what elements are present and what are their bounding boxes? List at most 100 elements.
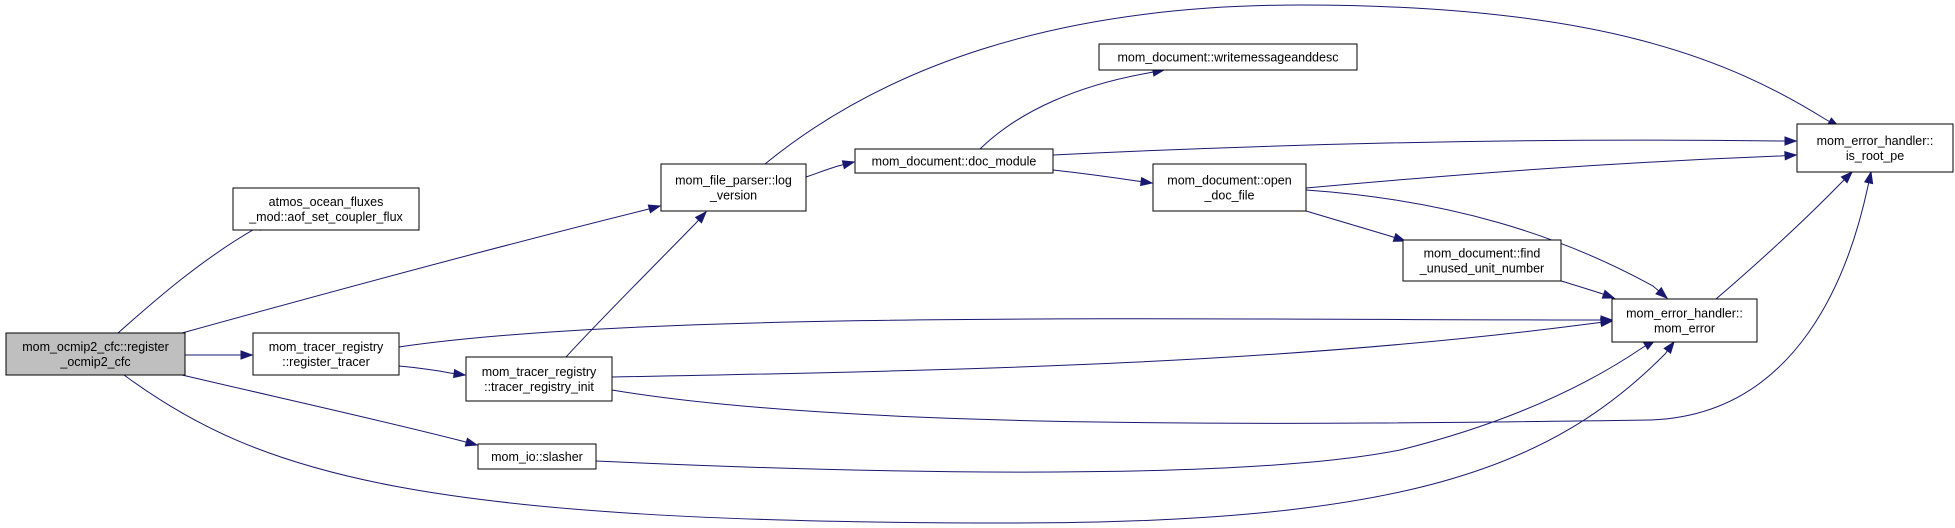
edge-line (764, 4, 1840, 165)
edge-tracer_init-to-log_version (565, 210, 707, 358)
edge-line (979, 69, 1165, 150)
node-label: mom_document::find (1424, 247, 1541, 261)
arrowhead (1600, 317, 1614, 328)
node-find_unused[interactable]: mom_document::find_unused_unit_number (1402, 239, 1562, 282)
arrowhead (240, 350, 254, 360)
edge-open_doc-to-mom_error (1305, 189, 1669, 299)
edge-register_tracer-to-tracer_init (398, 365, 467, 379)
node-doc_module[interactable]: mom_document::doc_module (854, 148, 1054, 174)
edge-line (398, 318, 1612, 348)
edge-root-to-register_tracer (185, 350, 254, 360)
arrowhead (1840, 170, 1854, 184)
edge-register_tracer-to-mom_error (398, 315, 1614, 348)
node-label: mom_io::slasher (491, 450, 583, 464)
edge-line (565, 211, 707, 358)
edge-slasher-to-mom_error (595, 339, 1657, 473)
edge-line (805, 161, 855, 178)
edge-find_unused-to-mom_error (1560, 280, 1616, 299)
node-box (5, 332, 186, 376)
node-label: mom_ocmip2_cfc::register (22, 340, 169, 354)
node-box (1402, 239, 1562, 282)
edge-line (611, 171, 1872, 424)
node-label: mom_error_handler:: (1626, 307, 1743, 321)
node-label: ::tracer_registry_init (484, 380, 594, 394)
edge-root-to-log_version (181, 204, 662, 334)
node-aof[interactable]: atmos_ocean_fluxes_mod::aof_set_coupler_… (232, 187, 420, 231)
edge-root-to-aof (117, 220, 270, 334)
node-label: is_root_pe (1846, 149, 1904, 163)
edge-open_doc-to-is_root_pe (1305, 151, 1798, 189)
node-slasher[interactable]: mom_io::slasher (477, 443, 597, 470)
node-register_tracer[interactable]: mom_tracer_registry::register_tracer (252, 332, 400, 376)
arrowhead (1392, 232, 1407, 242)
arrowhead (453, 368, 467, 379)
arrowhead (1601, 289, 1616, 299)
node-label: mom_tracer_registry (269, 340, 384, 354)
arrowhead (841, 160, 856, 170)
edge-doc_module-to-open_doc (1052, 169, 1154, 187)
node-label: mom_file_parser::log (675, 174, 792, 188)
nodes-layer: mom_ocmip2_cfc::register_ocmip2_cfc atmos… (5, 43, 1954, 470)
node-label: ::register_tracer (282, 355, 370, 369)
arrowhead (647, 204, 662, 214)
edge-line (1560, 280, 1615, 299)
node-writemsg[interactable]: mom_document::writemessageanddesc (1098, 43, 1358, 71)
node-label: _doc_file (1203, 189, 1254, 203)
edge-line (181, 205, 661, 334)
node-mom_error[interactable]: mom_error_handler::mom_error (1611, 298, 1758, 343)
edge-log_version-to-doc_module (805, 160, 856, 178)
arrowhead (1784, 136, 1798, 146)
edge-line (117, 220, 269, 334)
node-tracer_init[interactable]: mom_tracer_registry::tracer_registry_ini… (465, 356, 613, 402)
node-box (477, 443, 597, 470)
node-label: _unused_unit_number (1419, 262, 1544, 276)
edge-root-to-mom_error (123, 340, 1675, 524)
node-root[interactable]: mom_ocmip2_cfc::register_ocmip2_cfc (5, 332, 186, 376)
edge-line (1305, 210, 1406, 242)
node-box (1611, 298, 1758, 343)
node-label: mom_tracer_registry (482, 365, 597, 379)
node-is_root_pe[interactable]: mom_error_handler::is_root_pe (1796, 123, 1954, 173)
node-open_doc[interactable]: mom_document::open_doc_file (1152, 163, 1307, 212)
edge-tracer_init-to-mom_error (611, 317, 1614, 378)
node-box (1152, 163, 1307, 212)
node-box (252, 332, 400, 376)
edge-line (398, 365, 466, 376)
arrowhead (464, 437, 479, 447)
edge-line (1052, 139, 1796, 156)
edge-root-to-slasher (181, 374, 479, 447)
edge-line (1305, 154, 1797, 189)
arrowhead (1784, 151, 1798, 161)
arrowhead (1663, 340, 1675, 355)
edge-doc_module-to-is_root_pe (1052, 136, 1798, 156)
node-box (854, 148, 1054, 174)
node-log_version[interactable]: mom_file_parser::log_version (660, 163, 807, 212)
edge-line (123, 341, 1675, 524)
node-label: mom_document::doc_module (872, 155, 1037, 169)
node-label: mom_document::writemessageanddesc (1118, 51, 1339, 65)
edge-line (1305, 189, 1668, 299)
edge-mom_error-to-is_root_pe (1715, 170, 1854, 300)
node-box (1796, 123, 1954, 173)
edges-layer (117, 4, 1874, 524)
node-label: atmos_ocean_fluxes (269, 195, 384, 209)
edge-line (181, 374, 478, 446)
edge-tracer_init-to-is_root_pe (611, 170, 1874, 424)
edge-line (611, 320, 1613, 378)
node-label: _mod::aof_set_coupler_flux (248, 210, 403, 224)
node-label: _version (709, 189, 757, 203)
node-label: _ocmip2_cfc (59, 355, 130, 369)
node-box (465, 356, 613, 402)
node-label: mom_error (1654, 322, 1715, 336)
node-label: mom_error_handler:: (1817, 134, 1934, 148)
node-label: mom_document::open (1167, 174, 1291, 188)
arrowhead (1140, 176, 1154, 187)
node-box (660, 163, 807, 212)
edge-line (1052, 169, 1153, 184)
arrowhead (1655, 286, 1669, 299)
arrowhead (1863, 170, 1874, 185)
edge-open_doc-to-find_unused (1305, 210, 1407, 242)
node-box (232, 187, 420, 231)
node-box (1098, 43, 1358, 71)
